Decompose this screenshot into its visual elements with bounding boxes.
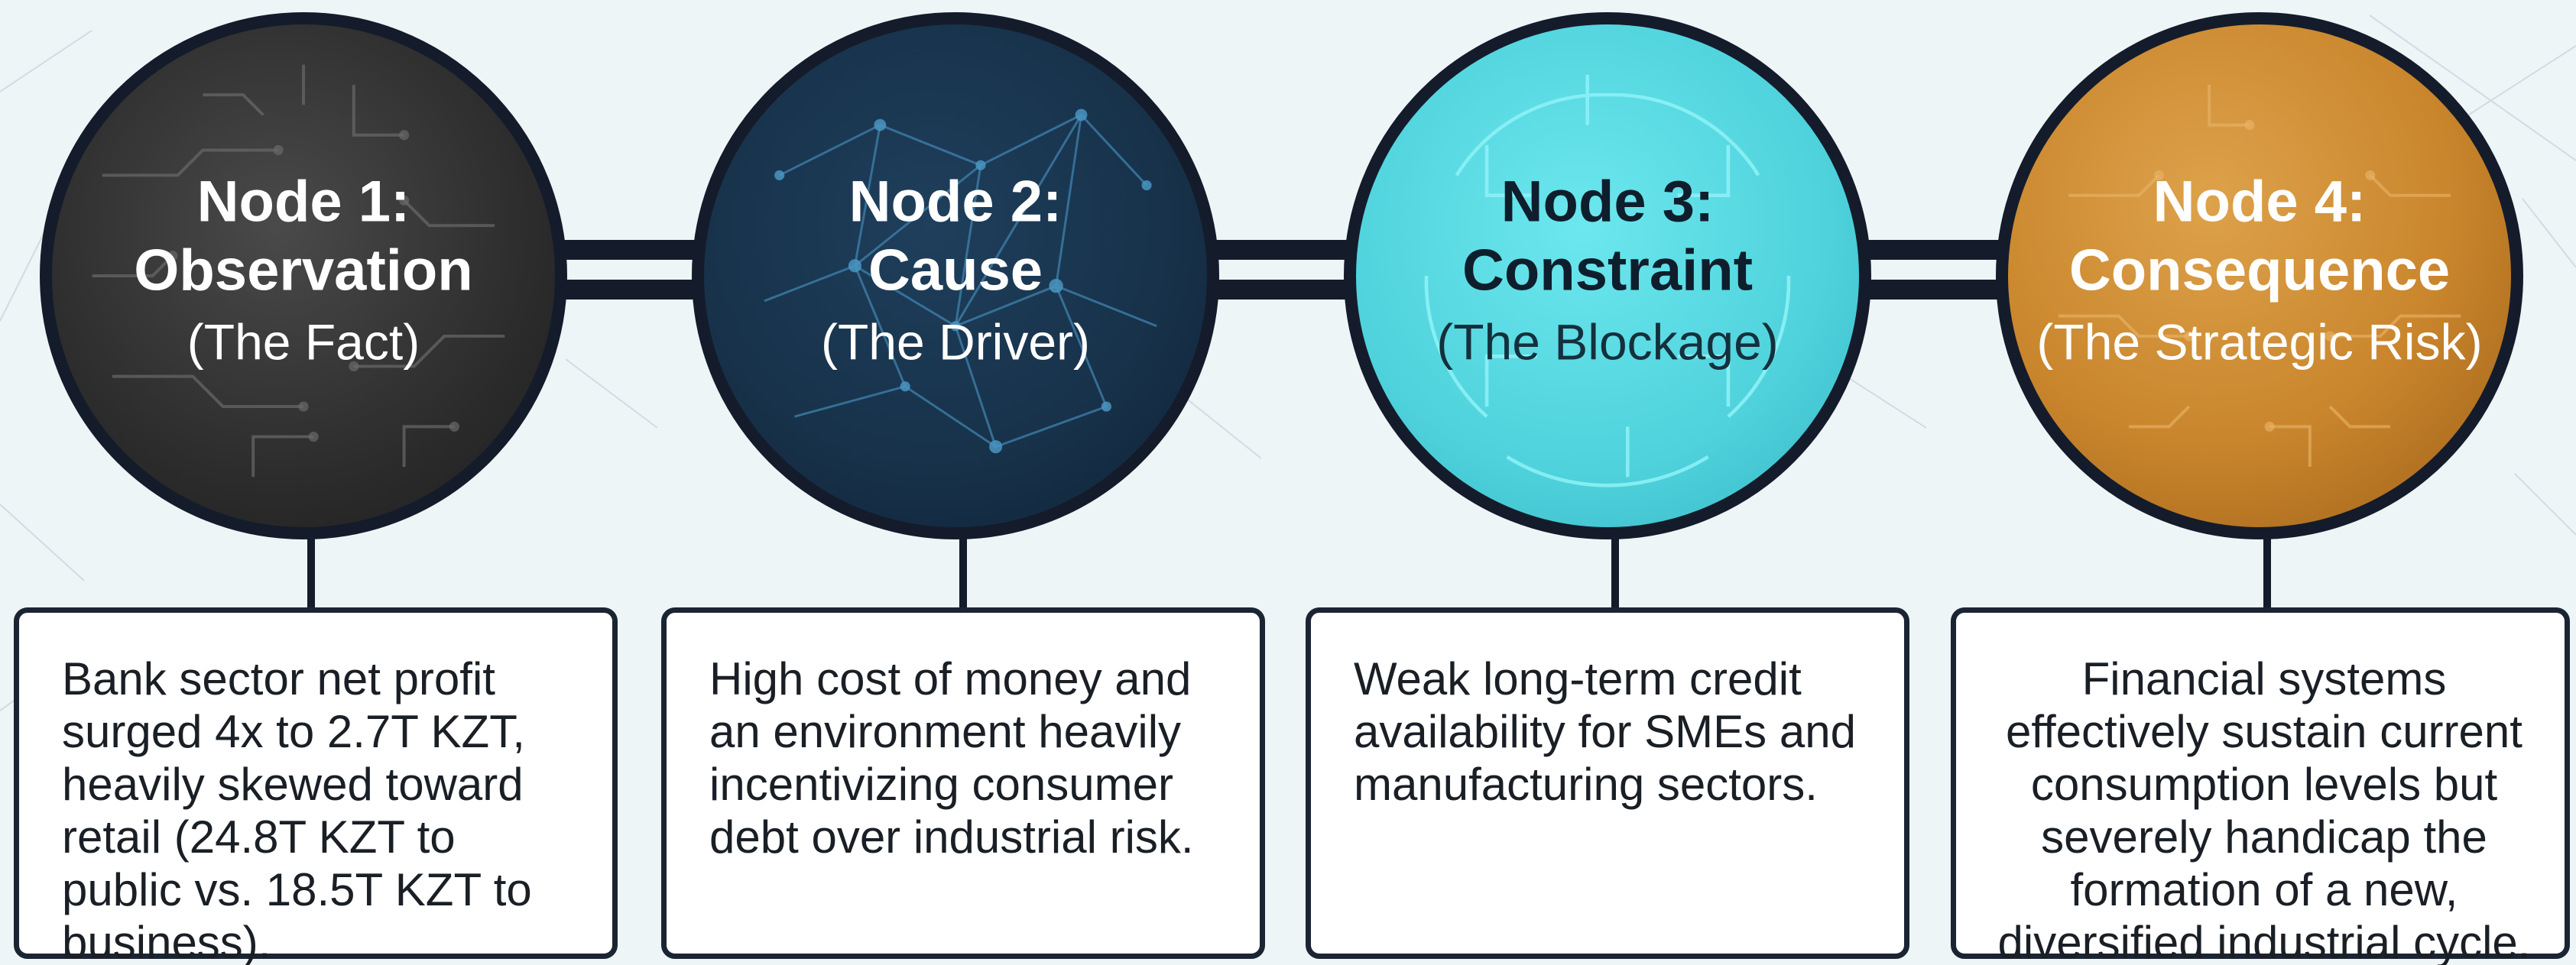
node-3-subtitle: (The Blockage) [1436, 313, 1779, 371]
stem-2 [959, 535, 967, 611]
node-2-title-line1: Node 2: [848, 169, 1063, 235]
node-3-description-box: Weak long-term credit availability for S… [1306, 607, 1909, 959]
node-2-description-box: High cost of money and an environment he… [661, 607, 1265, 959]
node-3-title-line1: Node 3: [1501, 169, 1715, 235]
node-4-title-line1: Node 4: [2153, 169, 2367, 235]
node-4-title-line2: Consequence [2068, 238, 2451, 303]
connector-2-3 [1202, 240, 1371, 300]
node-1-description-box: Bank sector net profit surged 4x to 2.7T… [14, 607, 618, 965]
node-3-description: Weak long-term credit availability for S… [1354, 653, 1856, 810]
node-2-title-line2: Cause [868, 238, 1043, 303]
connector-1-2 [550, 240, 719, 300]
network-pattern-icon [764, 108, 1157, 454]
node-1-circle: Node 1: Observation (The Fact) [40, 12, 567, 539]
node-4-circle: Node 4: Consequence (The Strategic Risk) [1996, 12, 2523, 539]
node-4-description-box: Financial systems effectively sustain cu… [1951, 607, 2570, 965]
maze-pattern-icon [1424, 74, 1791, 487]
node-1-title-line1: Node 1: [196, 169, 410, 235]
node-4-subtitle: (The Strategic Risk) [2036, 313, 2483, 371]
connector-3-4 [1854, 240, 2023, 300]
stem-4 [2263, 535, 2271, 611]
node-2-circle: Node 2: Cause (The Driver) [692, 12, 1219, 539]
stem-1 [307, 535, 315, 611]
node-1-title-line2: Observation [134, 238, 473, 303]
circuit-pattern-icon [92, 64, 505, 478]
node-3-title-line2: Constraint [1462, 238, 1753, 303]
node-2-description: High cost of money and an environment he… [709, 653, 1194, 863]
node-1-description: Bank sector net profit surged 4x to 2.7T… [62, 653, 532, 965]
stem-3 [1611, 535, 1619, 611]
node-4-description: Financial systems effectively sustain cu… [1997, 653, 2531, 965]
node-1-subtitle: (The Fact) [187, 313, 420, 371]
node-2-subtitle: (The Driver) [820, 313, 1090, 371]
node-3-circle: Node 3: Constraint (The Blockage) [1344, 12, 1871, 539]
circuit-pattern-icon [2058, 84, 2461, 468]
